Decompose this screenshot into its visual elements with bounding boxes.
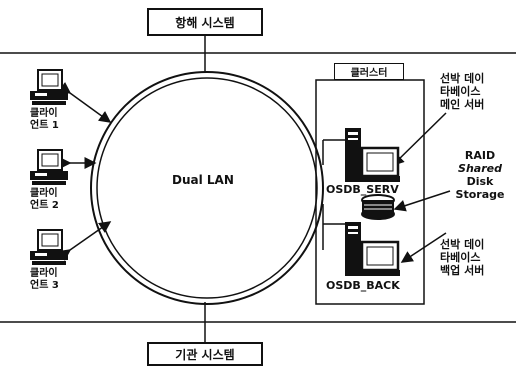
main-server-annotation: 선박 데이 타베이스 메인 서버 [440,72,484,111]
client3-computer-icon [30,230,68,265]
top-system-box: 항해 시스템 [147,8,263,36]
client1-label: 클라이 언트 1 [30,108,59,132]
client2-label-line1: 클라이 [30,188,59,200]
raid-annotation-line4: Storage [452,188,508,201]
dual-lan-ring-inner [97,78,317,298]
backup-server-label: OSDB_BACK [326,279,400,292]
raid-annotation-line1: RAID [452,149,508,162]
main-server-label: OSDB_SERV [326,183,399,196]
client2-label-line2: 언트 2 [30,200,59,212]
cluster-label: 클러스터 [351,64,388,79]
client3-link [70,222,110,250]
client3-label-line1: 클라이 [30,268,59,280]
client1-computer-icon [30,70,68,105]
cluster-label-box: 클러스터 [334,63,404,80]
client3-label: 클라이 언트 3 [30,268,59,292]
raid-annotation-line3: Disk [452,175,508,188]
backup-server-icon [345,222,400,276]
network-label: Dual LAN [172,173,234,187]
bottom-system-box: 기관 시스템 [147,342,263,366]
client2-label: 클라이 언트 2 [30,188,59,212]
backup-server-annotation-line1: 선박 데이 [440,238,484,251]
main-server-annotation-line3: 메인 서버 [440,98,484,111]
raid-arrow [395,191,450,209]
client1-label-line2: 언트 1 [30,120,59,132]
client3-label-line2: 언트 3 [30,280,59,292]
backup-server-annotation-line2: 타베이스 [440,251,484,264]
top-system-label: 항해 시스템 [175,14,234,31]
bottom-system-label: 기관 시스템 [175,346,234,363]
backup-server-annotation-line3: 백업 서버 [440,264,484,277]
main-server-arrow [393,113,446,165]
dual-lan-ring-outer [91,72,323,304]
main-server-annotation-line2: 타베이스 [440,85,484,98]
client1-link [70,93,110,122]
raid-annotation-line2: Shared [452,162,508,175]
backup-server-annotation: 선박 데이 타베이스 백업 서버 [440,238,484,277]
client2-computer-icon [30,150,68,185]
raid-annotation: RAID Shared Disk Storage [452,149,508,201]
main-server-icon [345,128,400,182]
client1-label-line1: 클라이 [30,108,59,120]
raid-disk-icon [362,195,394,219]
main-server-annotation-line1: 선박 데이 [440,72,484,85]
